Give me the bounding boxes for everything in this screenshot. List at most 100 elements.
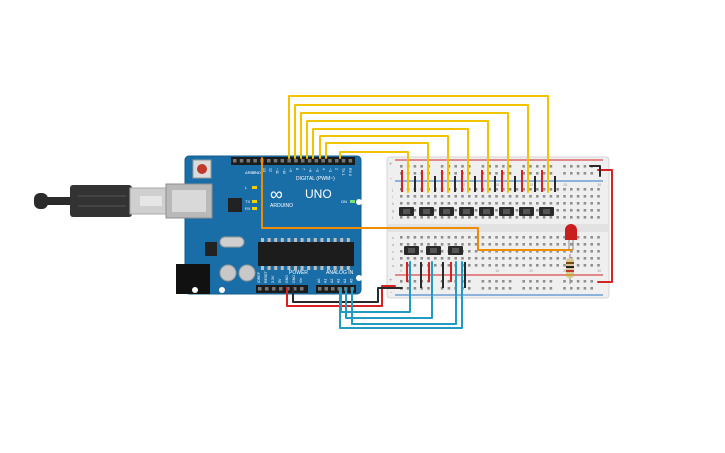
breadboard-hole bbox=[481, 264, 485, 267]
breadboard-hole bbox=[563, 209, 566, 212]
pushbutton[interactable] bbox=[519, 207, 534, 216]
column-number: 30 bbox=[597, 269, 601, 273]
breadboard-hole bbox=[563, 257, 566, 260]
pushbutton[interactable] bbox=[499, 207, 514, 216]
resistor[interactable] bbox=[566, 254, 574, 284]
breadboard-hole bbox=[549, 287, 553, 290]
breadboard-hole bbox=[420, 257, 423, 260]
breadboard-hole bbox=[488, 165, 491, 168]
arduino-logo-icon: ∞ bbox=[270, 184, 283, 204]
breadboard-hole bbox=[549, 264, 553, 267]
breadboard-hole bbox=[468, 202, 471, 205]
breadboard-hole bbox=[434, 264, 437, 267]
wire-blue[interactable] bbox=[339, 261, 463, 329]
breadboard-hole bbox=[508, 165, 512, 168]
breadboard-hole bbox=[542, 165, 546, 168]
breadboard-hole bbox=[440, 202, 444, 205]
wire-yellow[interactable] bbox=[312, 128, 469, 193]
breadboard-hole bbox=[454, 257, 457, 260]
on-led-label: ON bbox=[341, 199, 347, 204]
wire-black[interactable] bbox=[292, 287, 403, 303]
breadboard-hole bbox=[502, 250, 505, 253]
chip-pin bbox=[320, 266, 324, 270]
wire-yellow[interactable] bbox=[294, 104, 529, 193]
pushbutton[interactable] bbox=[448, 246, 463, 255]
pushbutton[interactable] bbox=[539, 207, 554, 216]
breadboard-hole bbox=[522, 195, 525, 198]
chip-pin bbox=[287, 238, 291, 242]
led[interactable] bbox=[565, 224, 577, 250]
breadboard-hole bbox=[488, 243, 491, 246]
column-number: 25 bbox=[563, 269, 567, 273]
breadboard-hole bbox=[542, 202, 546, 205]
pushbutton[interactable] bbox=[439, 207, 454, 216]
wire-yellow[interactable] bbox=[300, 112, 509, 193]
breadboard-hole bbox=[502, 216, 505, 219]
header-pin-hole bbox=[267, 159, 271, 163]
power-pin-label: GND bbox=[285, 275, 289, 283]
breadboard-hole bbox=[549, 280, 553, 283]
column-number: 10 bbox=[461, 183, 465, 187]
header-pin-hole bbox=[341, 159, 346, 163]
rail-plus-label: + bbox=[389, 278, 393, 284]
wire-yellow[interactable] bbox=[288, 95, 549, 193]
power-pin-label: IOREF bbox=[257, 271, 261, 283]
breadboard-hole bbox=[536, 172, 539, 175]
column-number: 15 bbox=[495, 183, 499, 187]
breadboard-hole bbox=[549, 188, 553, 191]
breadboard-hole bbox=[536, 264, 539, 267]
wire-yellow[interactable] bbox=[319, 135, 449, 193]
wire-red[interactable] bbox=[286, 285, 396, 307]
wire-yellow[interactable] bbox=[339, 151, 409, 193]
breadboard-hole bbox=[434, 216, 437, 219]
breadboard-hole bbox=[502, 280, 505, 283]
breadboard-hole bbox=[583, 202, 587, 205]
breadboard-hole bbox=[549, 216, 553, 219]
breadboard-hole bbox=[468, 195, 471, 198]
breadboard-hole bbox=[468, 216, 471, 219]
breadboard-hole bbox=[522, 257, 525, 260]
breadboard-hole bbox=[495, 257, 498, 260]
breadboard-hole bbox=[570, 202, 573, 205]
breadboard-hole bbox=[529, 264, 532, 267]
breadboard-hole bbox=[529, 280, 532, 283]
breadboard-hole bbox=[440, 165, 444, 168]
pushbutton[interactable] bbox=[399, 207, 414, 216]
breadboard-hole bbox=[434, 257, 437, 260]
breadboard-hole bbox=[583, 250, 587, 253]
breadboard-hole bbox=[481, 287, 485, 290]
pushbutton[interactable] bbox=[479, 207, 494, 216]
breadboard-hole bbox=[563, 264, 566, 267]
wire-orange[interactable] bbox=[261, 157, 573, 251]
breadboard-hole bbox=[481, 280, 485, 283]
breadboard-hole bbox=[522, 165, 525, 168]
breadboard-hole bbox=[549, 165, 553, 168]
pushbutton[interactable] bbox=[419, 207, 434, 216]
header-pin-hole bbox=[273, 159, 278, 163]
breadboard-hole bbox=[576, 172, 580, 175]
pushbutton[interactable] bbox=[426, 246, 441, 255]
breadboard-hole bbox=[597, 216, 600, 219]
rail-minus-label: - bbox=[390, 290, 392, 296]
breadboard-hole bbox=[447, 236, 451, 239]
wire-yellow[interactable] bbox=[306, 120, 489, 193]
header-pin-hole bbox=[258, 287, 262, 291]
wire-blue[interactable] bbox=[345, 261, 433, 319]
row-letter: d bbox=[392, 242, 394, 247]
wire-yellow[interactable] bbox=[325, 142, 429, 193]
wire-black[interactable] bbox=[589, 165, 601, 177]
wire-red[interactable] bbox=[597, 169, 613, 283]
wire-blue[interactable] bbox=[351, 261, 457, 325]
usb-cable-wire bbox=[46, 197, 72, 205]
breadboard-hole bbox=[542, 264, 546, 267]
breadboard-hole bbox=[563, 250, 566, 253]
breadboard-hole bbox=[542, 280, 546, 283]
analog-pin-label: A3 bbox=[337, 279, 341, 283]
breadboard-hole bbox=[549, 195, 553, 198]
breadboard-hole bbox=[481, 165, 485, 168]
breadboard-hole bbox=[515, 188, 519, 191]
pushbutton[interactable] bbox=[459, 207, 474, 216]
pushbutton[interactable] bbox=[404, 246, 419, 255]
breadboard-hole bbox=[434, 202, 437, 205]
breadboard-hole bbox=[597, 250, 600, 253]
